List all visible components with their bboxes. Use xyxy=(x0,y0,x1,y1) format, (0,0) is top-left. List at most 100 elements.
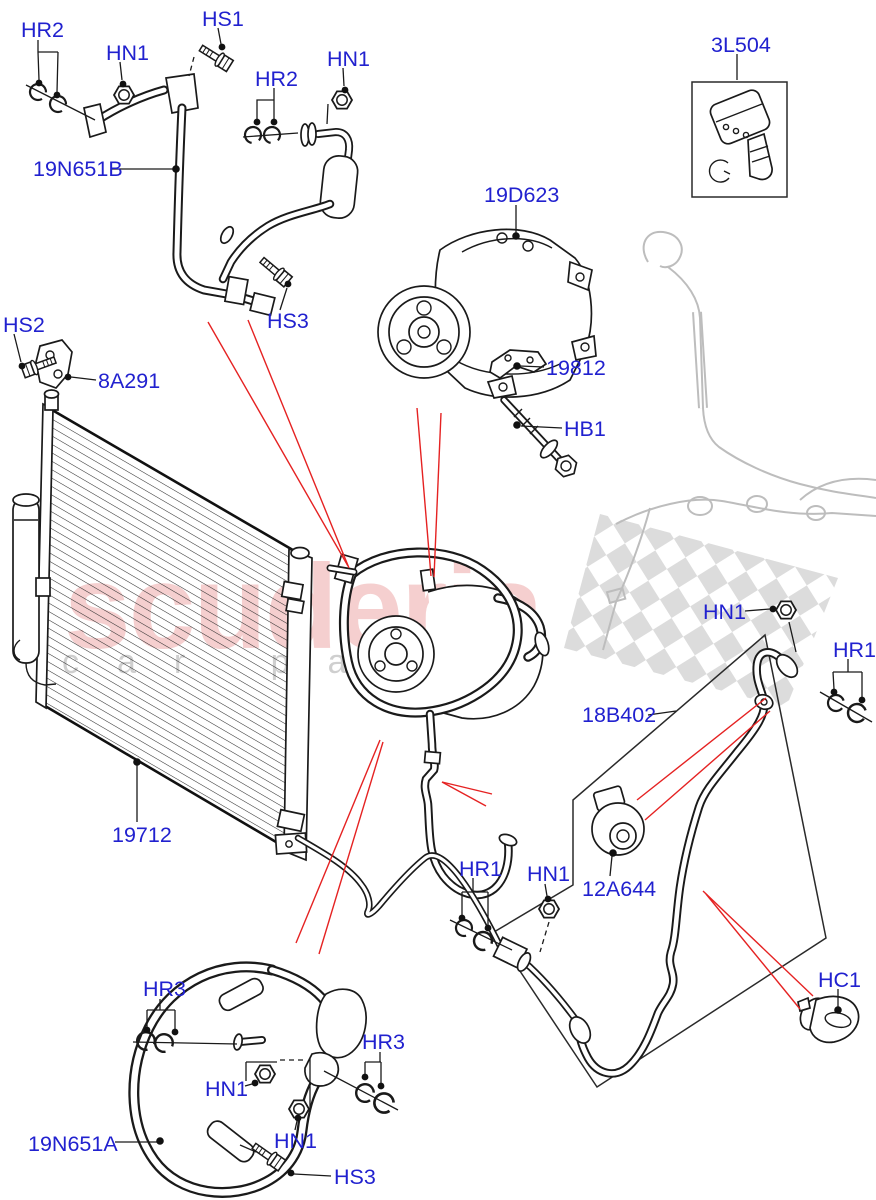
oring-axis-line xyxy=(323,1070,399,1111)
ear-hole xyxy=(498,382,508,392)
condenser-top-edge xyxy=(46,405,299,555)
pulley-hole xyxy=(406,660,418,672)
valve-cap-hc1 xyxy=(797,995,860,1044)
hb1-head-face xyxy=(560,460,572,472)
label-hn1-c: HN1 xyxy=(703,600,746,624)
hn1-nut xyxy=(538,899,560,919)
elbow-fitting xyxy=(304,1051,340,1087)
hose-end-flange xyxy=(83,102,107,139)
nut-stud-line xyxy=(788,621,797,653)
receiver-drier-pipe xyxy=(25,662,57,686)
part-labels: HR2 HN1 HS1 HR2 HN1 19N651B 3L504 19D623… xyxy=(3,7,876,1189)
bolt-axis-line xyxy=(239,1144,257,1153)
label-hn1-f: HN1 xyxy=(274,1129,317,1153)
hr1-oring xyxy=(823,690,849,716)
ghost-pipe-branch xyxy=(602,507,651,651)
right-tank-upper-fitting2 xyxy=(285,597,305,615)
receiver-drier xyxy=(12,497,40,664)
label-hn1-d: HN1 xyxy=(527,862,570,886)
compressor-body-line xyxy=(454,359,561,375)
oring-axis-line xyxy=(449,919,513,951)
label-hn1-a: HN1 xyxy=(106,41,149,65)
pipe-clamp xyxy=(223,275,249,306)
sensor-port-hole xyxy=(616,829,630,843)
label-8a291: 8A291 xyxy=(98,369,160,393)
bolt-hb1 xyxy=(500,396,578,478)
top-stud-fitting xyxy=(419,568,437,592)
condenser-core xyxy=(39,405,299,854)
label-3l504: 3L504 xyxy=(711,33,771,57)
right-tank-cap xyxy=(290,546,310,560)
oring-axis-line xyxy=(242,132,299,138)
port-boss xyxy=(522,240,534,252)
pulley-hole xyxy=(374,660,386,672)
label-hn1-e: HN1 xyxy=(205,1077,248,1101)
clutch-center xyxy=(417,325,431,339)
ghost-fitting xyxy=(687,496,713,516)
suction-end-cap xyxy=(315,988,367,1059)
leader-lines xyxy=(13,27,866,1177)
sensor-barrel xyxy=(747,132,773,181)
nut-projection-dashed xyxy=(539,921,550,953)
sensor-body-line xyxy=(715,103,763,123)
hb1-head xyxy=(554,454,578,478)
port-flange xyxy=(232,1033,244,1051)
hose-fitting-rib xyxy=(307,122,317,146)
label-hn1-b: HN1 xyxy=(327,47,370,71)
compressor-19d623 xyxy=(377,228,597,399)
label-hr3-b: HR3 xyxy=(362,1030,405,1054)
hose-18b402 xyxy=(449,600,873,1073)
sensor-pin xyxy=(742,131,750,139)
hose-sleeve xyxy=(206,1120,255,1163)
hb1-thread xyxy=(513,408,523,418)
condenser-top-left-port-cap xyxy=(43,389,60,399)
condenser-bracket-8a291 xyxy=(19,339,73,390)
sensor-barrel-rib xyxy=(749,145,769,153)
hb1-washer xyxy=(539,439,559,459)
label-hs3-a: HS3 xyxy=(267,309,309,333)
label-19n651b: 19N651B xyxy=(33,157,123,181)
ghost-fitting xyxy=(806,505,826,521)
inset-box xyxy=(691,81,788,198)
label-hs3-b: HS3 xyxy=(334,1165,376,1189)
hb1-thread xyxy=(521,417,531,427)
pulley-installed-hub xyxy=(384,642,408,666)
label-hr3-a: HR3 xyxy=(143,977,186,1001)
bracket-hole xyxy=(504,354,512,362)
ear-hole xyxy=(580,342,590,352)
bracket-hole xyxy=(526,356,534,364)
ghost-pipe-main xyxy=(667,266,876,499)
elbow-flange xyxy=(534,631,550,657)
mounting-ear xyxy=(486,374,518,399)
hose-ferrule xyxy=(423,750,442,765)
label-12a644: 12A644 xyxy=(582,877,656,901)
hr1-oring xyxy=(453,917,475,939)
pressure-sensor-12a644 xyxy=(591,785,645,856)
reference-pipes-ghost xyxy=(602,230,876,651)
ghost-pipe-hook xyxy=(642,230,683,269)
pressure-sensor-port xyxy=(754,693,774,711)
label-hr1-b: HR1 xyxy=(459,857,502,881)
hn1-nut xyxy=(331,90,353,110)
compressor-assembly-installed xyxy=(298,552,550,946)
condenser-bottom-edge xyxy=(39,701,294,854)
hr2-oring xyxy=(242,124,264,146)
label-hc1: HC1 xyxy=(818,968,861,992)
ear-hole xyxy=(575,272,585,282)
pulley-hole xyxy=(390,628,402,640)
hose-top-flange xyxy=(775,653,799,679)
clutch-hole xyxy=(416,300,432,316)
ghost-pipe-lower xyxy=(615,498,876,525)
label-19n651a: 19N651A xyxy=(28,1132,118,1156)
clutch-hole xyxy=(436,339,452,355)
hn1-nut xyxy=(775,600,797,620)
snap-ring xyxy=(708,159,731,183)
red-locator-lines xyxy=(207,319,814,1010)
sensor-barrel-rib xyxy=(751,155,771,163)
label-hr1-a: HR1 xyxy=(833,638,876,662)
compressor-body-line xyxy=(461,238,553,253)
bracket-hole xyxy=(285,840,293,848)
condenser xyxy=(12,389,313,862)
label-18b402: 18B402 xyxy=(582,703,656,727)
checker-flag-watermark xyxy=(564,514,838,708)
